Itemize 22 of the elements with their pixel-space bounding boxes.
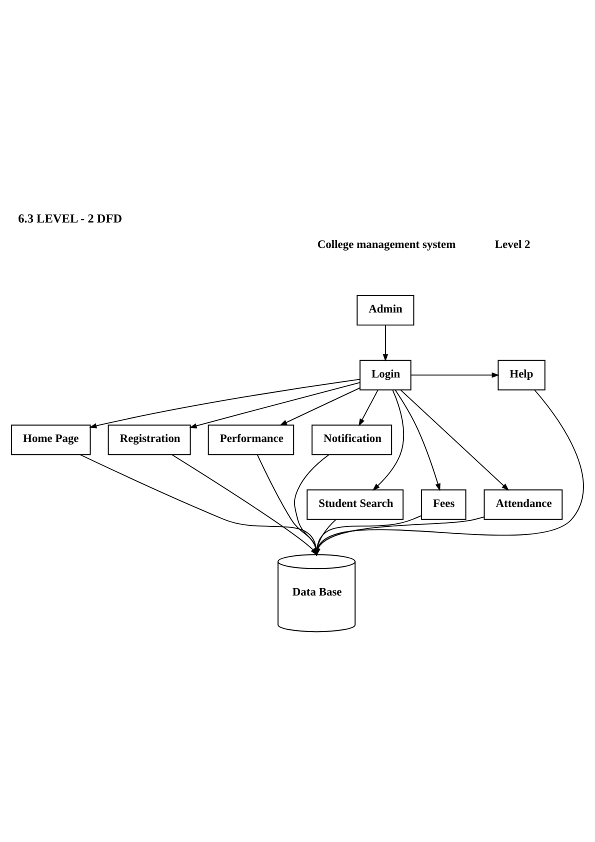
arrow	[382, 324, 388, 362]
arrow	[358, 389, 378, 426]
label: College management system	[317, 238, 456, 251]
arrow	[89, 378, 360, 428]
node-box: Notification	[312, 424, 392, 456]
diagram-title: 6.3 LEVEL - 2 DFD	[18, 212, 122, 226]
arrow	[400, 390, 510, 491]
node-box: Admin	[356, 295, 414, 326]
node-box: Fees	[421, 489, 466, 520]
arrow	[410, 372, 500, 378]
arrow	[279, 387, 360, 426]
node-box: Home Page	[11, 424, 91, 456]
node-box: Student Search	[306, 489, 404, 520]
arrow	[189, 382, 360, 428]
label: Level 2	[494, 238, 530, 251]
node-box: Performance	[208, 424, 294, 456]
node-box: Login	[360, 360, 412, 390]
node-box: Registration	[108, 424, 191, 456]
node-box: Attendance	[484, 489, 563, 520]
node-box: Help	[498, 360, 546, 390]
arrow	[394, 389, 440, 492]
arrow	[372, 390, 404, 491]
